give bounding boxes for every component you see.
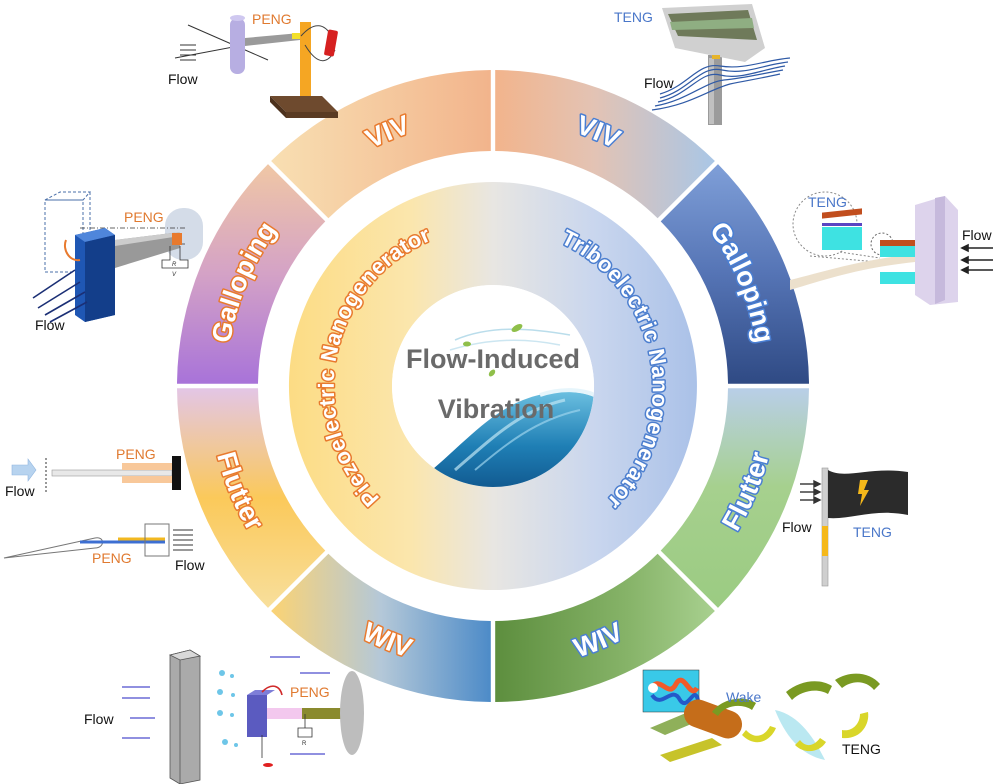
flow-arrows-icon	[960, 243, 993, 275]
label-voltage: V	[172, 272, 177, 278]
label-flow: Flow	[644, 75, 674, 91]
label-teng: TENG	[808, 194, 847, 210]
label-flow: Flow	[35, 317, 65, 333]
illustration-wiv-peng: Flow PENG R	[84, 649, 364, 784]
rotation-arrow-icon	[64, 239, 81, 262]
peng-layer-bottom	[122, 476, 172, 483]
segment-peng-flutter	[177, 388, 326, 608]
label-teng: TENG	[614, 9, 653, 25]
label-teng: TENG	[842, 741, 881, 757]
label-flow-top: Flow	[5, 483, 35, 499]
flexible-beam	[790, 254, 915, 290]
flag-teng	[828, 470, 908, 519]
support-post	[300, 22, 311, 104]
flow-arrows-icon	[180, 44, 196, 61]
label-peng-bottom: PENG	[92, 550, 132, 566]
label-peng-top: PENG	[116, 446, 156, 462]
segment-teng-flutter	[660, 388, 809, 608]
label-flow: Flow	[782, 519, 812, 535]
label-flow: Flow	[962, 227, 992, 243]
peng-layer-top	[122, 463, 172, 470]
teng-lens	[775, 710, 825, 760]
outer-ring	[177, 70, 809, 702]
peng-patch	[292, 33, 301, 39]
label-flow-bottom: Flow	[175, 557, 205, 573]
inner-ring-band	[288, 182, 697, 590]
segment-peng-viv	[271, 70, 491, 219]
lightning-icon	[858, 480, 869, 506]
vortex-icons	[217, 670, 238, 747]
label-flow: Flow	[84, 711, 114, 727]
segment-teng-viv	[495, 70, 715, 219]
teng-arc	[712, 698, 756, 716]
upstream-bluff-body	[169, 649, 201, 784]
flow-arrows-icon	[32, 269, 88, 323]
tip-mass	[247, 695, 267, 737]
clamp	[172, 456, 181, 490]
plate-downstream	[660, 738, 722, 762]
segment-teng-wiv	[495, 553, 715, 702]
flow-lines	[122, 656, 330, 755]
cantilever-beam	[51, 469, 173, 477]
label-resistor: R	[302, 741, 307, 747]
label-peng: PENG	[252, 11, 292, 27]
load-resistor	[324, 29, 338, 57]
label-peng: PENG	[124, 209, 164, 225]
label-teng: TENG	[853, 524, 892, 540]
label-peng: PENG	[290, 684, 330, 700]
center-title-line1: Flow-Induced	[406, 344, 580, 374]
center-title-line2: Vibration	[438, 394, 555, 424]
segment-peng-wiv	[271, 553, 491, 702]
illustration-galloping-teng: TENG Flow	[790, 191, 993, 305]
illustration-viv-peng: PENG Flow	[168, 11, 338, 118]
flow-arrows-icon	[800, 479, 822, 505]
illustration-wiv-teng: Wake TENG	[642, 669, 881, 762]
inner-ring	[288, 182, 697, 590]
label-wake: Wake	[726, 689, 761, 705]
cylinder	[230, 18, 245, 74]
segment-peng-galloping	[177, 164, 326, 384]
label-resistor: R	[172, 262, 177, 268]
illustration-flutter-teng: Flow TENG	[782, 467, 908, 587]
fixed-wall	[340, 671, 364, 755]
illustration-flutter-peng: PENG Flow PENG Flow	[3, 446, 205, 573]
illustration-viv-teng: TENG Flow	[614, 4, 791, 125]
segment-teng-galloping	[660, 164, 809, 384]
illustration-galloping-peng: PENG Flow R V	[32, 191, 203, 333]
flow-streamlines	[651, 57, 791, 111]
motion-arrow-icon	[261, 685, 283, 696]
flow-arrow-icon	[11, 458, 37, 482]
label-flow: Flow	[168, 71, 198, 87]
center-circle: Flow-Induced Vibration	[392, 285, 594, 487]
flow-arrows-icon	[173, 529, 193, 551]
peng-patch	[172, 233, 182, 245]
cylinder	[683, 699, 743, 739]
cantilever-beam	[245, 33, 300, 46]
peng-beam	[302, 708, 347, 719]
